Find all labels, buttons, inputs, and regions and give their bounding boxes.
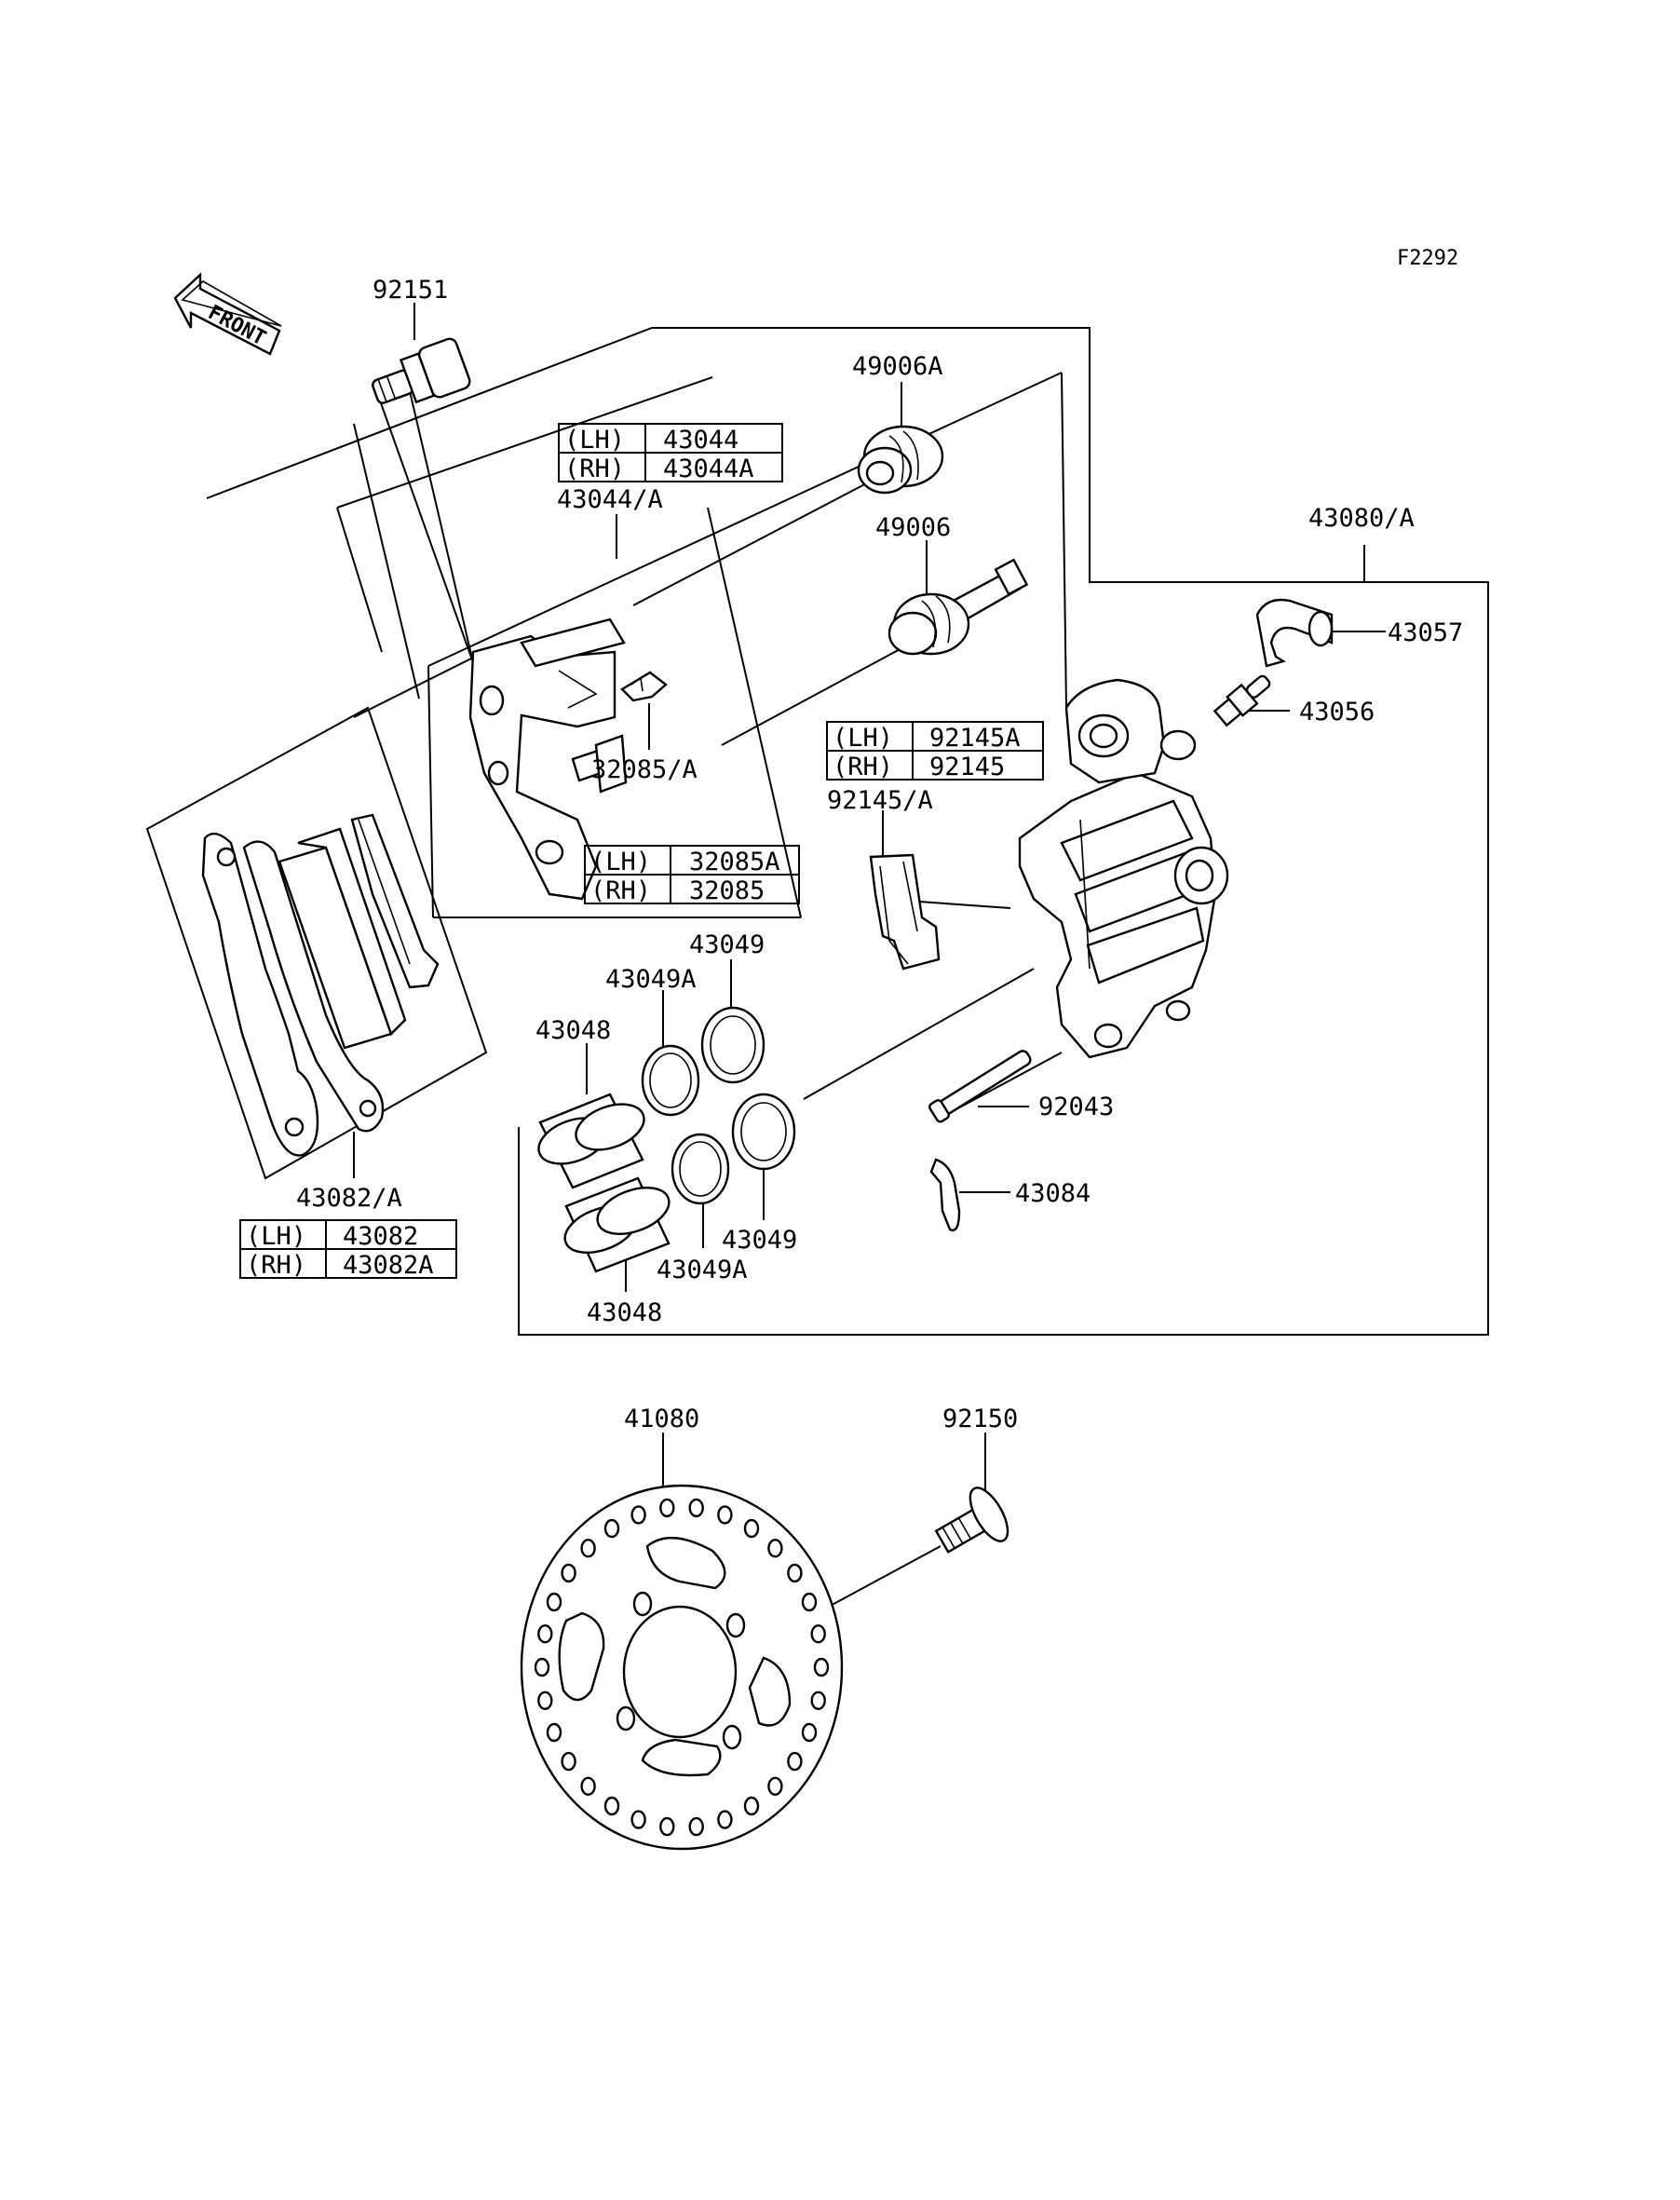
disc-hole xyxy=(580,1776,596,1797)
disc-hole xyxy=(603,1518,620,1539)
label-41080: 41080 xyxy=(624,1405,699,1433)
disc-hole xyxy=(546,1722,562,1743)
bolt-92151 xyxy=(372,337,471,404)
table-43082-cell: 43082 xyxy=(343,1222,418,1251)
table-32085-cell: (LH) xyxy=(590,848,651,876)
disc-hole xyxy=(546,1592,562,1612)
boot-49006 xyxy=(887,558,1029,656)
bleeder-cap-43057 xyxy=(1255,598,1334,668)
pin-92043 xyxy=(928,1050,1032,1123)
disc-hole xyxy=(767,1776,783,1797)
disc-hole xyxy=(659,1498,675,1518)
table-32085-cell: 32085A xyxy=(689,848,780,876)
table-32085-cell: (RH) xyxy=(590,876,651,905)
label-49006: 49006 xyxy=(875,513,951,542)
label-43049A-top: 43049A xyxy=(605,965,697,994)
table-32085-cell: 32085 xyxy=(689,876,765,905)
disc-hole xyxy=(630,1810,646,1829)
table-43044-cell: (RH) xyxy=(564,455,625,483)
bleeder-valve-43056 xyxy=(1213,674,1271,727)
label-43049A-bottom: 43049A xyxy=(657,1256,748,1284)
label-49006A: 49006A xyxy=(852,352,943,381)
disc-hole xyxy=(688,1816,704,1837)
label-43080A: 43080/A xyxy=(1308,504,1415,533)
table-92145-cell: (RH) xyxy=(833,753,893,781)
disc-hole xyxy=(537,1691,553,1711)
spring-clip-32085 xyxy=(620,671,668,702)
table-43044-cell: (LH) xyxy=(564,426,625,455)
disc-hole xyxy=(717,1505,733,1525)
table-92145-cell: 92145A xyxy=(929,724,1021,753)
table-92145-cell: 92145 xyxy=(929,753,1005,781)
pistons-43048 xyxy=(537,1093,671,1273)
pad-spring-92145 xyxy=(869,853,941,971)
label-92043: 92043 xyxy=(1038,1093,1114,1121)
disc-hole xyxy=(537,1623,553,1644)
disc-hole xyxy=(743,1518,760,1539)
table-43082: (LH) 43082 (RH) 43082A xyxy=(239,1219,457,1280)
table-43044-cell: 43044 xyxy=(663,426,738,455)
disc-hole xyxy=(603,1796,620,1816)
label-43084: 43084 xyxy=(1015,1179,1091,1208)
table-92145-cell: (LH) xyxy=(833,724,893,753)
label-92151: 92151 xyxy=(373,276,448,305)
boot-49006A xyxy=(857,425,944,495)
disc-hole xyxy=(810,1623,826,1644)
disc-hole xyxy=(534,1657,550,1677)
disc-hole xyxy=(801,1722,818,1743)
caliper-body-43080 xyxy=(1018,678,1229,1059)
table-43082-cell: (RH) xyxy=(246,1251,306,1280)
disc-hole xyxy=(561,1751,576,1772)
disc-hole xyxy=(787,1751,803,1772)
front-arrow-icon: FRONT xyxy=(173,272,282,356)
table-43082-cell: 43082A xyxy=(343,1251,434,1280)
disc-hole xyxy=(659,1816,675,1837)
brake-disc-41080 xyxy=(520,1484,844,1851)
disc-hole xyxy=(810,1691,826,1711)
disc-hole xyxy=(801,1592,818,1612)
label-43048-top: 43048 xyxy=(535,1016,611,1045)
label-43049-bottom: 43049 xyxy=(722,1226,797,1255)
disc-hole xyxy=(580,1538,596,1558)
disc-hole xyxy=(561,1563,576,1583)
table-92145: (LH) 92145A (RH) 92145 xyxy=(826,721,1044,781)
disc-hole xyxy=(813,1657,830,1677)
figure-code: F2292 xyxy=(1397,247,1458,270)
pin-clip-43084 xyxy=(929,1158,961,1231)
label-43056: 43056 xyxy=(1299,698,1375,727)
disc-hole xyxy=(717,1810,733,1829)
disc-hole xyxy=(630,1505,646,1525)
disc-hole xyxy=(743,1796,760,1816)
disc-hole xyxy=(767,1538,783,1558)
label-43057: 43057 xyxy=(1388,618,1463,647)
label-43082A: 43082/A xyxy=(296,1184,402,1213)
disc-hole xyxy=(787,1563,803,1583)
caliper-bracket-43044 xyxy=(468,618,628,901)
label-92150: 92150 xyxy=(942,1405,1018,1433)
table-32085: (LH) 32085A (RH) 32085 xyxy=(584,845,800,905)
label-43048-bottom: 43048 xyxy=(587,1298,662,1327)
label-43049-top: 43049 xyxy=(689,930,765,959)
label-92145A: 92145/A xyxy=(827,786,933,815)
disc-screw-92150 xyxy=(934,1487,1009,1554)
table-43044-cell: 43044A xyxy=(663,455,754,483)
disc-hole xyxy=(688,1498,704,1518)
piston-seals xyxy=(641,1006,796,1205)
table-43082-cell: (LH) xyxy=(246,1222,306,1251)
table-43044: (LH) 43044 (RH) 43044A xyxy=(558,423,783,483)
brake-pad-43082 xyxy=(201,813,440,1157)
label-43044A: 43044/A xyxy=(557,485,663,514)
label-32085A: 32085/A xyxy=(591,755,698,784)
